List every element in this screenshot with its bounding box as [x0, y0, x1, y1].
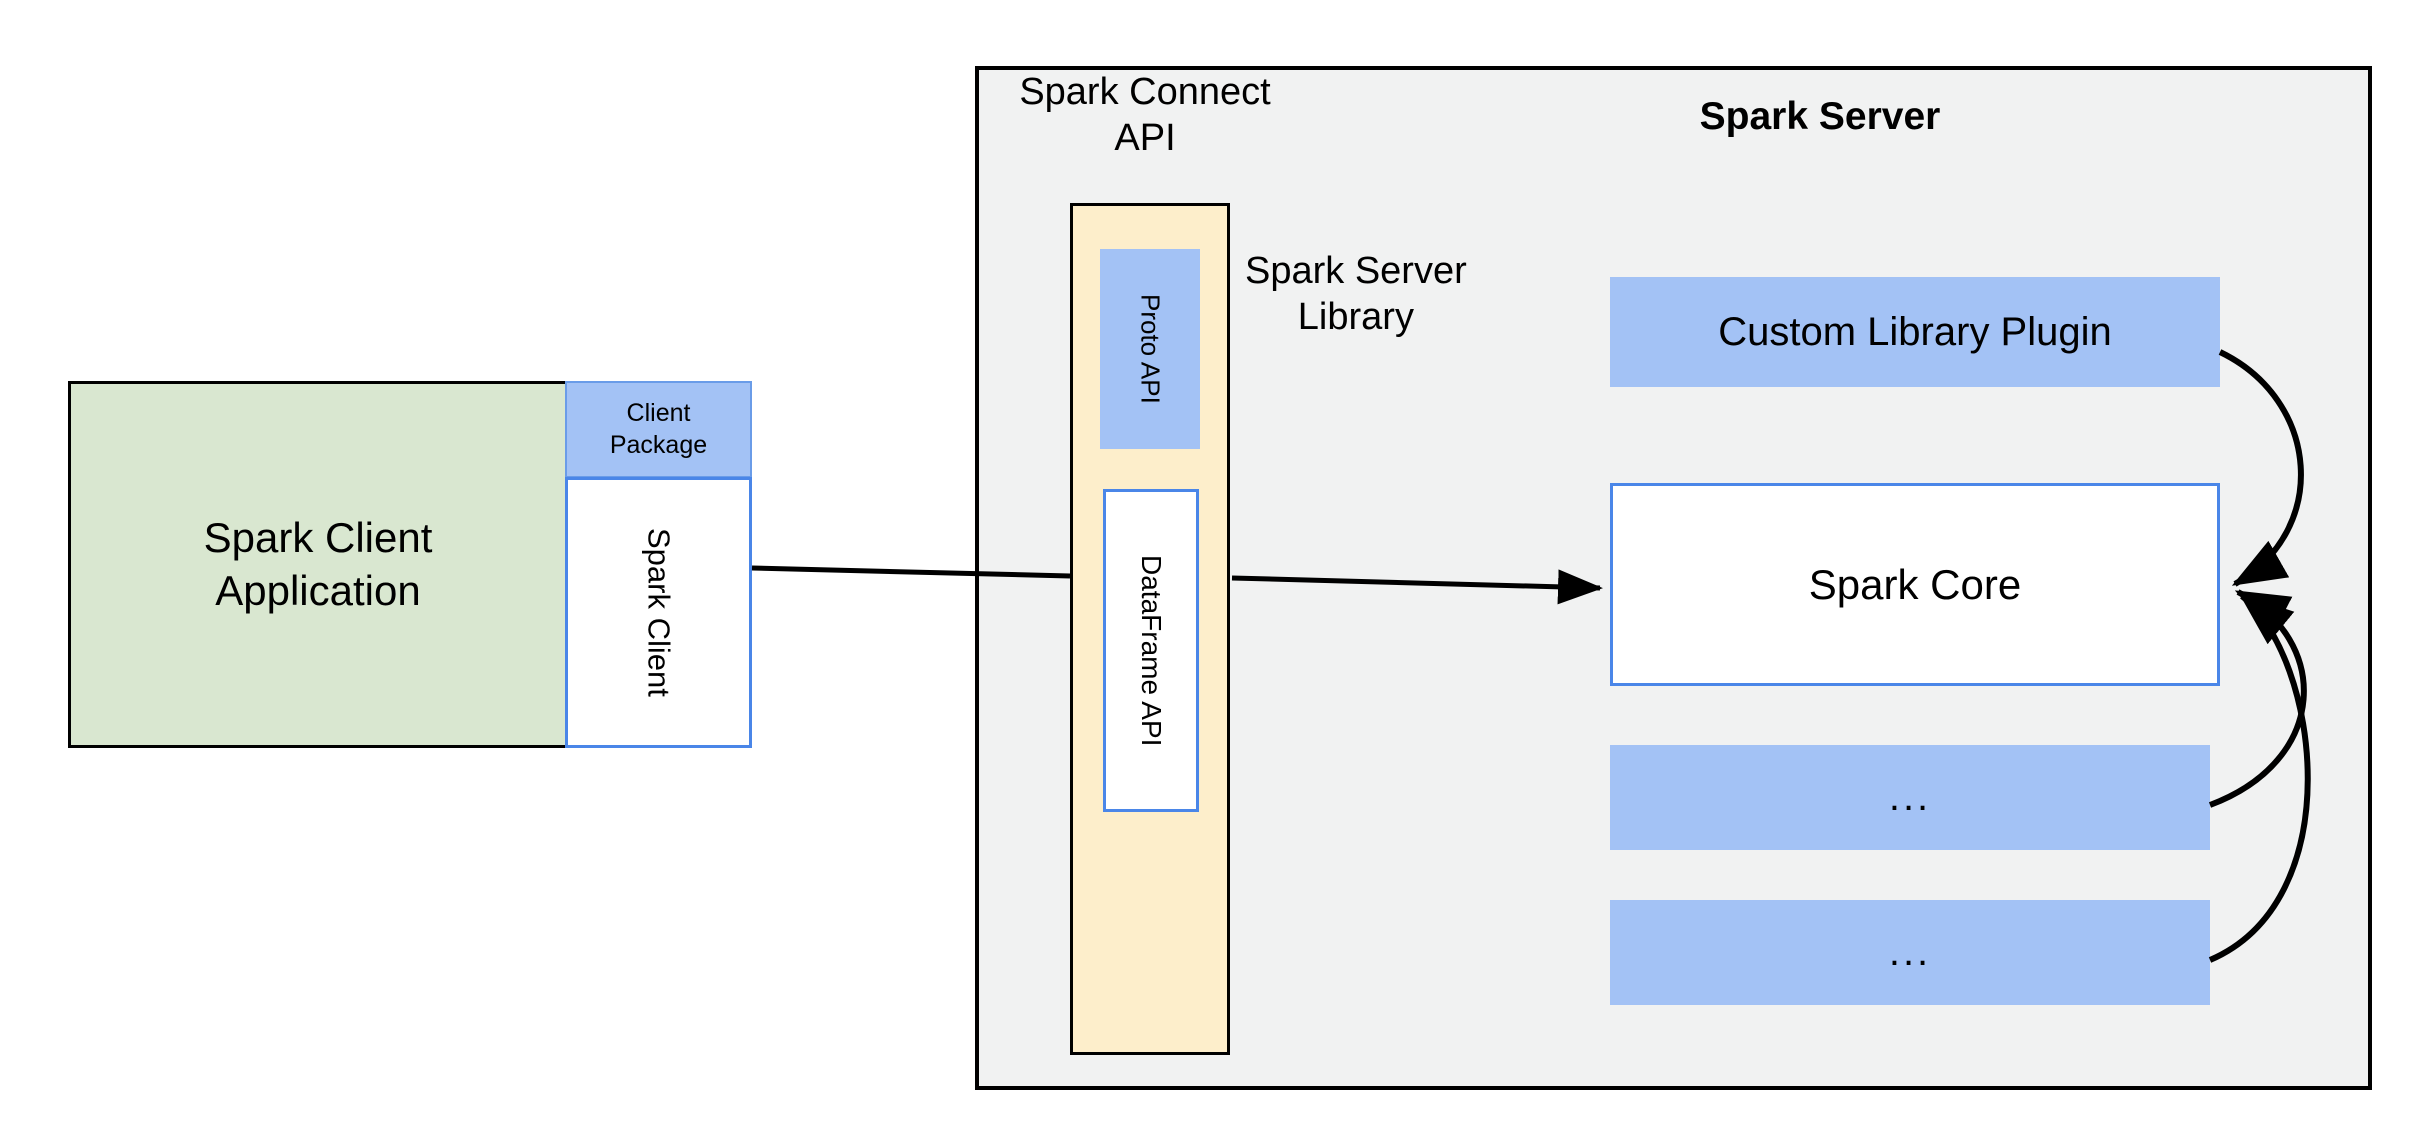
- ellipsis-box-one: ...: [1610, 745, 2210, 850]
- proto-api-box: Proto API: [1100, 249, 1200, 449]
- dataframe-api-box: DataFrame API: [1103, 489, 1199, 812]
- spark-client-box: Spark Client: [565, 477, 752, 748]
- spark-core-box: Spark Core: [1610, 483, 2220, 686]
- custom-library-plugin-box: Custom Library Plugin: [1610, 277, 2220, 387]
- spark-server-title: Spark Server: [1699, 95, 1941, 138]
- ellipsis-box-two: ...: [1610, 900, 2210, 1005]
